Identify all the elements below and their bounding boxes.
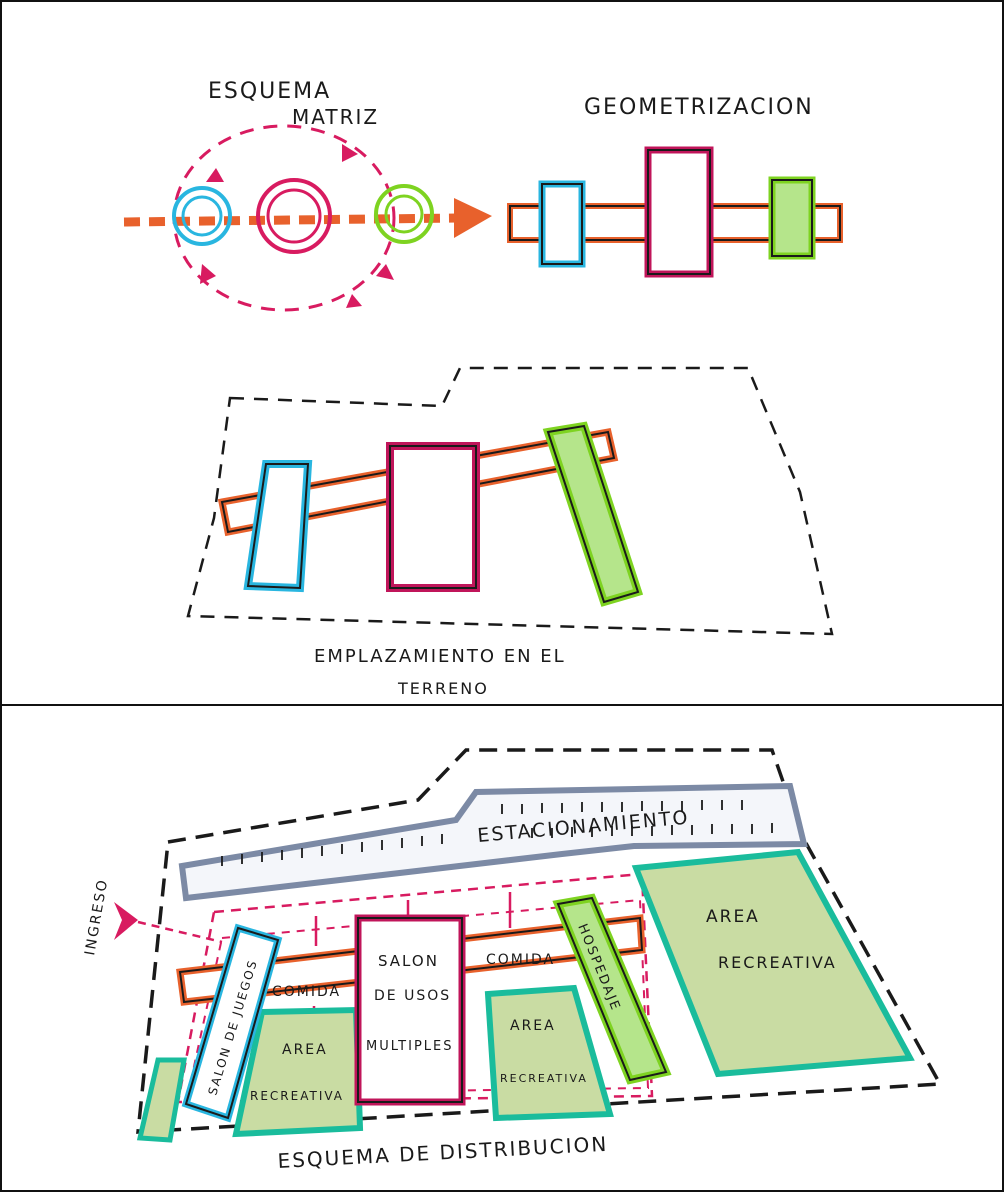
side-green-strip [136,1057,187,1143]
top-sketch: ESQUEMA MATRIZ GEOMETRIZACION E [123,79,843,698]
site-cyan-outline [246,463,310,590]
magenta-node [256,178,332,254]
area-recreativa-right [484,984,614,1122]
comida-right-label: COMIDA [486,952,555,968]
cyan-node-inner [181,195,223,237]
esquema-title-line2: MATRIZ [292,105,379,129]
orbit-arrowhead [346,294,362,308]
axis-arrowhead [454,198,492,238]
ingreso-label: INGRESO [82,877,111,957]
salon-label-line3: MULTIPLES [366,1039,454,1054]
magenta-node-inner [266,188,322,244]
geo-cyan-outline [541,183,583,265]
area-large-label-line1: AREA [706,907,760,927]
geometrizacion-diagram: GEOMETRIZACION [507,95,843,278]
orbit-arrowhead [342,144,358,162]
geo-green-block [768,176,816,260]
axis-outline [178,916,644,1004]
emplazamiento-diagram: EMPLAZAMIENTO EN EL TERRENO [186,366,834,698]
orbit-arrowhead [200,264,216,284]
geometrizacion-title: GEOMETRIZACION [584,95,814,120]
emplazamiento-caption-line2: TERRENO [397,679,489,698]
site-magenta-outline [389,445,477,589]
salon-label-line1: SALON [378,952,439,970]
salon-usos-multiples-block [354,914,466,1106]
parking-stalls [221,800,773,866]
esquema-title-line1: ESQUEMA [208,79,331,104]
program-zone-boundary [176,872,654,1104]
program-zone-inner [186,898,650,1096]
site-magenta-block [386,442,480,592]
area-recreativa-left [232,1006,364,1138]
orbit-arrowhead [206,168,224,182]
green-node [374,184,434,244]
bottom-panel: ESTACIONAMIENTO INGRESO AREA RECREATIVA [0,704,1004,1192]
area-left-label-line2: RECREATIVA [250,1089,344,1103]
area-right-label-line2: RECREATIVA [500,1072,588,1085]
area-large-label-line2: RECREATIVA [718,953,837,972]
estacionamiento-zone: ESTACIONAMIENTO [178,782,808,902]
area-recreativa-large [631,848,915,1078]
parking-area [178,782,808,902]
cyan-node [172,186,232,246]
distribucion-caption: ESQUEMA DE DISTRIBUCION [277,1132,609,1173]
orbit-arrowhead [376,264,394,280]
main-axis-dashed [123,213,459,227]
esquema-matriz-diagram: ESQUEMA MATRIZ [123,79,492,312]
geo-green-outline [771,179,813,257]
salon-usos-multiples-outline [357,917,463,1103]
area-right-label-line1: AREA [510,1018,556,1034]
salon-de-juegos-outline [184,926,280,1120]
geo-cyan-block [538,180,586,268]
ingreso-arrow-icon [114,902,138,940]
site-boundary [186,366,834,636]
geo-magenta-block [644,146,714,278]
geo-magenta-outline [647,149,711,275]
emplazamiento-caption-line1: EMPLAZAMIENTO EN EL [314,646,566,667]
hospedaje-outline [556,896,668,1082]
area-left-label-line1: AREA [282,1042,328,1058]
comida-left-label: COMIDA [272,984,341,1000]
site-green-outline [546,424,640,604]
green-node-inner [384,194,424,234]
top-panel: ESQUEMA MATRIZ GEOMETRIZACION E [0,0,1004,706]
bottom-sketch: ESTACIONAMIENTO INGRESO AREA RECREATIVA [82,748,943,1173]
salon-label-line2: DE USOS [374,988,451,1004]
